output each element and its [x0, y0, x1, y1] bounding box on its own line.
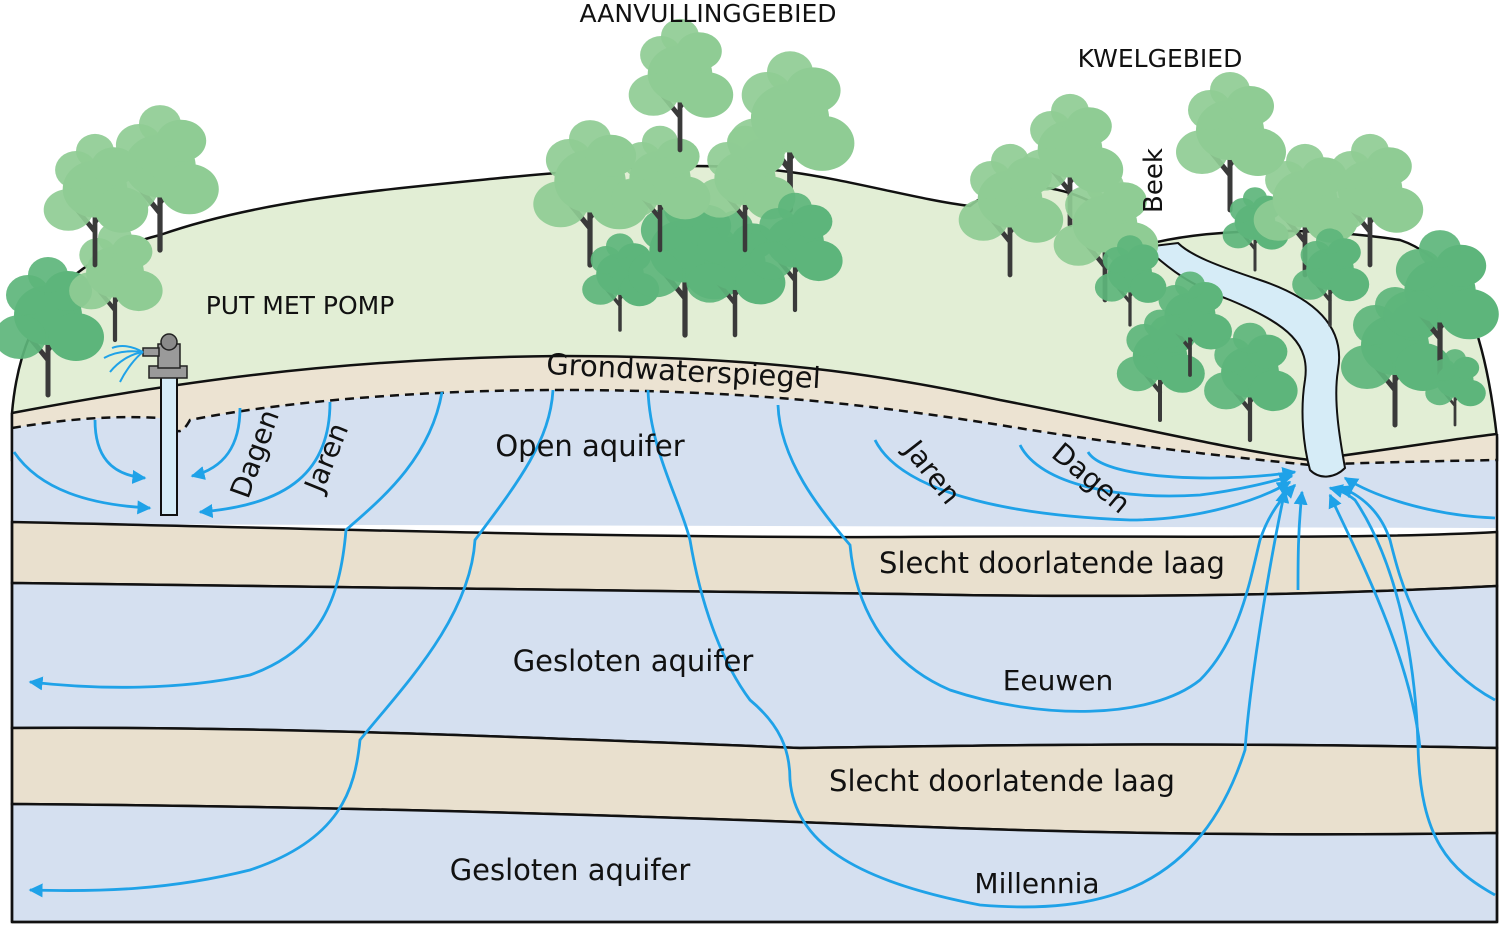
tree-icon: [1204, 322, 1298, 443]
label-seepage-area: KWELGEBIED: [1078, 44, 1243, 73]
well-casing: [160, 374, 178, 516]
tree-icon: [1383, 230, 1499, 378]
tree-icon: [1176, 72, 1286, 213]
flow-line-right-5: [1328, 493, 1422, 749]
label-confined-aquifer-1: Gesloten aquifer: [513, 644, 754, 678]
flow-line-well-short-left: [93, 419, 147, 484]
label-recharge-area: AANVULLINGGEBIED: [579, 0, 836, 28]
well-with-pump: [103, 333, 188, 516]
flow-line-right-1: [1343, 476, 1496, 520]
flow-line-stream-days: [1018, 444, 1294, 498]
flow-line-well-years: [198, 401, 332, 518]
label-millennia: Millennia: [974, 867, 1099, 900]
tree-icon: [43, 133, 149, 268]
label-aquitard-lower: Slecht doorlatende laag: [829, 764, 1175, 798]
tree-icon: [727, 51, 855, 213]
pump-cap: [160, 333, 178, 351]
tree-icon: [628, 18, 734, 153]
flow-line-recharge-4: [776, 404, 1296, 713]
tree-icon: [1094, 235, 1167, 327]
tree-icon: [0, 257, 104, 398]
label-confined-aquifer-2: Gesloten aquifer: [450, 853, 691, 887]
trees: [0, 18, 1499, 443]
label-centuries: Eeuwen: [1003, 664, 1114, 697]
flow-line-recharge-3: [646, 389, 1290, 909]
confined-aquifer-2-body: [10, 802, 1499, 924]
label-open-aquifer: Open aquifer: [495, 429, 684, 463]
flow-line-well-days: [190, 407, 242, 480]
water-spray-icon: [103, 344, 144, 383]
flow-line-stream-near: [1086, 451, 1297, 481]
label-well-with-pump: PUT MET POMP: [206, 291, 395, 320]
label-aquitard-upper: Slecht doorlatende laag: [879, 546, 1225, 580]
flow-line-recharge-2: [28, 389, 555, 898]
flow-line-right-3: [1328, 484, 1496, 897]
tree-icon: [1149, 271, 1232, 377]
flow-line-stream-years: [873, 439, 1292, 522]
tree-icon: [1318, 133, 1424, 268]
flow-lines: [12, 389, 1496, 909]
flow-line-well-far-left: [12, 451, 152, 515]
label-stream: Beek: [1139, 148, 1169, 213]
tree-icon: [611, 125, 711, 253]
flow-line-right-2: [1338, 485, 1496, 702]
tree-icon: [1292, 228, 1370, 327]
tree-icon: [749, 192, 843, 313]
flow-line-recharge-1: [28, 391, 444, 691]
confined-aquifer-1-body: [10, 581, 1499, 750]
flow-line-right-4: [1293, 490, 1308, 591]
stream: [1142, 241, 1347, 478]
pump-spout: [142, 347, 160, 357]
tree-icon: [1425, 349, 1486, 427]
